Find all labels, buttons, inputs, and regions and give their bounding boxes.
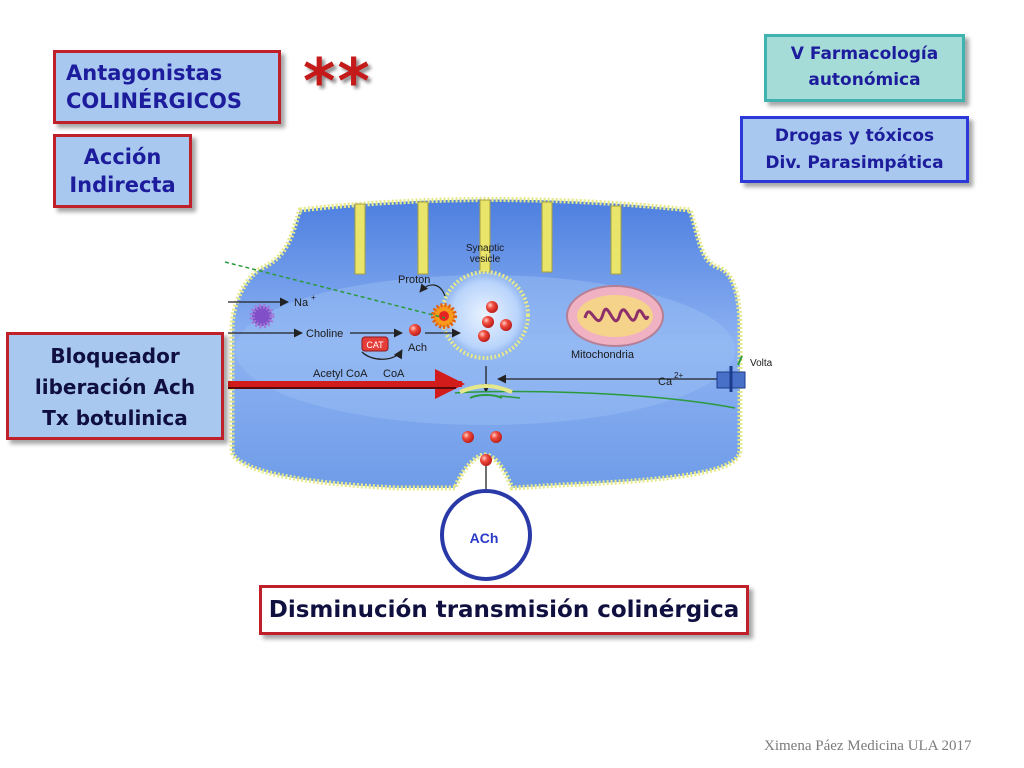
exocytosis-ach-dot (490, 431, 502, 443)
pathway-arrows (228, 297, 718, 501)
label-proton: Proton (398, 274, 430, 286)
label-na: Na (294, 297, 309, 309)
label-vesicle: vesicle (470, 254, 501, 265)
microtubules (354, 199, 622, 275)
bloqueador-line2: liberación Ach (34, 375, 196, 399)
membrane-line (299, 197, 691, 213)
farmacologia-line2: autonómica (808, 70, 921, 90)
label-coa: CoA (383, 368, 405, 380)
green-line (499, 395, 521, 399)
farmacologia-line1: V Farmacología (790, 44, 939, 64)
exocytosis-ach-dot (480, 454, 492, 466)
exocytosis-ach-dot (462, 431, 474, 443)
mitochondria-icon (566, 285, 664, 347)
antagonistas-line1: Antagonistas (66, 61, 223, 85)
cat-enzyme (361, 336, 389, 352)
green-line (454, 390, 736, 409)
label-acetyl-coa: Acetyl CoA (313, 368, 368, 380)
label-cat: CAT (366, 340, 384, 350)
drogas-line1: Drogas y tóxicos (774, 126, 935, 146)
label-ach-bubble: ACh (470, 530, 499, 546)
footer-credit: Ximena Páez Medicina ULA 2017 (764, 738, 972, 754)
bloqueador-box: Bloqueador liberación Ach Tx botulinica (6, 332, 224, 440)
proton-arrow (419, 283, 446, 297)
release-site-curve (459, 383, 513, 394)
disminucion-text: Disminución transmisión colinérgica (268, 597, 740, 623)
vesicle-ach-dot (482, 316, 494, 328)
proton-pump-icon (431, 303, 457, 329)
accion-line2: Indirecta (69, 173, 176, 197)
bloqueador-line1: Bloqueador (50, 344, 180, 368)
green-dashed-line (224, 261, 446, 319)
accion-line1: Acción (83, 145, 162, 169)
label-ca-sup: 2+ (674, 371, 683, 380)
label-synaptic: Synaptic (466, 243, 504, 254)
label-voltage: Volta (750, 358, 773, 369)
synaptic-vesicle (440, 270, 530, 360)
stars-mark: ** (303, 45, 372, 118)
drogas-line2: Div. Parasimpática (765, 153, 944, 173)
voltage-channel-icon (716, 355, 746, 392)
accion-indirecta-box: Acción Indirecta (53, 134, 192, 208)
release-site-curve (469, 394, 503, 399)
label-ach-small: Ach (408, 342, 427, 354)
choline-ach-dot (409, 324, 421, 336)
vesicle-ach-dot (478, 330, 490, 342)
bloqueador-line3: Tx botulinica (42, 406, 188, 430)
antagonistas-box: Antagonistas COLINÉRGICOS (53, 50, 281, 124)
label-ca: Ca (658, 376, 673, 388)
disminucion-box: Disminución transmisión colinérgica (259, 585, 749, 635)
farmacologia-box: V Farmacología autonómica (764, 34, 965, 102)
drogas-box: Drogas y tóxicos Div. Parasimpática (740, 116, 969, 183)
label-na-sup: + (311, 293, 316, 302)
ach-release-bubble (440, 489, 532, 581)
antagonistas-line2: COLINÉRGICOS (66, 89, 242, 113)
label-choline: Choline (306, 328, 343, 340)
sodium-transporter-icon (249, 303, 275, 329)
vesicle-ach-dot (486, 301, 498, 313)
vesicle-ach-dot (500, 319, 512, 331)
label-mitochondria: Mitochondria (571, 349, 635, 361)
